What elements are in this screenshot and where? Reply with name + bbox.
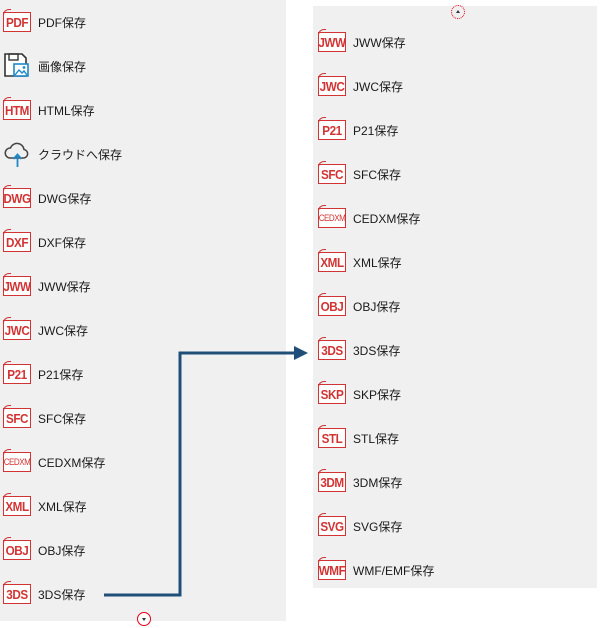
scroll-down-icon[interactable] [137, 612, 151, 626]
3ds-file-icon: 3DS [2, 580, 34, 608]
xml-file-icon: XML [2, 492, 34, 520]
menu-item-label: JWC保存 [353, 79, 403, 94]
3dm-file-icon: 3DM [317, 468, 349, 496]
menu-item-jww[interactable]: JWW JWW保存 [2, 268, 282, 304]
menu-item-sfc[interactable]: SFC SFC保存 [2, 400, 282, 436]
cedxm-file-icon: CEDXM [2, 448, 34, 476]
menu-item-label: OBJ保存 [353, 299, 401, 314]
menu-item-p21[interactable]: P21 P21保存 [317, 112, 593, 148]
menu-item-obj[interactable]: OBJ OBJ保存 [2, 532, 282, 568]
obj-file-icon: OBJ [317, 292, 349, 320]
menu-item-3ds[interactable]: 3DS 3DS保存 [2, 576, 282, 612]
jww-file-icon: JWW [2, 272, 34, 300]
menu-item-stl[interactable]: STL STL保存 [317, 420, 593, 456]
3ds-file-icon: 3DS [317, 336, 349, 364]
menu-item-label: CEDXM保存 [38, 455, 106, 470]
menu-item-label: SFC保存 [353, 167, 402, 182]
menu-item-skp[interactable]: SKP SKP保存 [317, 376, 593, 412]
menu-item-label: P21保存 [353, 123, 399, 138]
menu-item-cedxm[interactable]: CEDXM CEDXM保存 [2, 444, 282, 480]
menu-item-label: HTML保存 [38, 103, 95, 118]
jwc-file-icon: JWC [2, 316, 34, 344]
stl-file-icon: STL [317, 424, 349, 452]
menu-item-svg[interactable]: SVG SVG保存 [317, 508, 593, 544]
wmf-file-icon: WMF [317, 556, 349, 584]
p21-file-icon: P21 [317, 116, 349, 144]
menu-item-label: PDF保存 [38, 15, 87, 30]
menu-item-label: WMF/EMF保存 [353, 563, 435, 578]
menu-item-label: XML保存 [38, 499, 87, 514]
menu-item-label: JWC保存 [38, 323, 88, 338]
menu-item-p21[interactable]: P21 P21保存 [2, 356, 282, 392]
menu-item-obj[interactable]: OBJ OBJ保存 [317, 288, 593, 324]
menu-item-sfc[interactable]: SFC SFC保存 [317, 156, 593, 192]
connector-arrowhead-icon [294, 346, 308, 360]
p21-file-icon: P21 [2, 360, 34, 388]
menu-item-3dm[interactable]: 3DM 3DM保存 [317, 464, 593, 500]
menu-item-label: 3DM保存 [353, 475, 403, 490]
menu-item-label: XML保存 [353, 255, 402, 270]
connector-line [104, 351, 296, 597]
menu-item-label: DWG保存 [38, 191, 92, 206]
menu-item-label: P21保存 [38, 367, 84, 382]
menu-item-label: JWW保存 [38, 279, 91, 294]
jwc-file-icon: JWC [317, 72, 349, 100]
html-file-icon: HTM [2, 96, 34, 124]
menu-item-label: JWW保存 [353, 35, 406, 50]
menu-item-label: SFC保存 [38, 411, 87, 426]
menu-item-label: 3DS保存 [353, 343, 401, 358]
menu-item-jwc[interactable]: JWC JWC保存 [2, 312, 282, 348]
menu-item-cloud-upload[interactable]: クラウドへ保存 [2, 136, 282, 172]
menu-item-label: 3DS保存 [38, 587, 86, 602]
pdf-file-icon: PDF [2, 8, 34, 36]
obj-file-icon: OBJ [2, 536, 34, 564]
sfc-file-icon: SFC [317, 160, 349, 188]
sfc-file-icon: SFC [2, 404, 34, 432]
menu-item-dwg[interactable]: DWG DWG保存 [2, 180, 282, 216]
menu-item-image-save[interactable]: 画像保存 [2, 48, 282, 84]
menu-item-wmf[interactable]: WMF WMF/EMF保存 [317, 552, 593, 588]
menu-item-label: SKP保存 [353, 387, 402, 402]
svg-file-icon: SVG [317, 512, 349, 540]
dxf-file-icon: DXF [2, 228, 34, 256]
xml-file-icon: XML [317, 248, 349, 276]
dwg-file-icon: DWG [2, 184, 34, 212]
menu-item-xml[interactable]: XML XML保存 [2, 488, 282, 524]
skp-file-icon: SKP [317, 380, 349, 408]
menu-item-label: CEDXM保存 [353, 211, 421, 226]
menu-item-jwc[interactable]: JWC JWC保存 [317, 68, 593, 104]
menu-item-label: DXF保存 [38, 235, 87, 250]
menu-item-label: クラウドへ保存 [38, 147, 123, 162]
jww-file-icon: JWW [317, 28, 349, 56]
menu-item-pdf[interactable]: PDF PDF保存 [2, 4, 282, 40]
menu-item-html[interactable]: HTM HTML保存 [2, 92, 282, 128]
menu-item-xml[interactable]: XML XML保存 [317, 244, 593, 280]
menu-item-cedxm[interactable]: CEDXM CEDXM保存 [317, 200, 593, 236]
menu-item-label: 画像保存 [38, 59, 87, 74]
menu-item-jww[interactable]: JWW JWW保存 [317, 24, 593, 60]
menu-item-label: SVG保存 [353, 519, 403, 534]
cloud-upload-icon [2, 140, 34, 168]
image-save-icon [2, 52, 34, 80]
scroll-up-icon[interactable] [451, 5, 465, 19]
menu-item-label: OBJ保存 [38, 543, 86, 558]
menu-item-3ds[interactable]: 3DS 3DS保存 [317, 332, 593, 368]
menu-item-dxf[interactable]: DXF DXF保存 [2, 224, 282, 260]
cedxm-file-icon: CEDXM [317, 204, 349, 232]
menu-item-label: STL保存 [353, 431, 400, 446]
